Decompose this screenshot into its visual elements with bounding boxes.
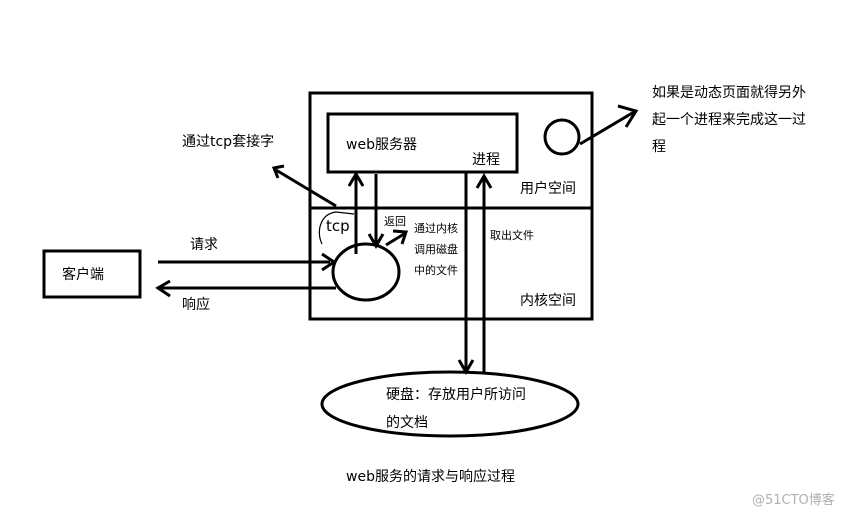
response-label: 响应	[182, 297, 210, 313]
request-label: 请求	[190, 237, 218, 253]
extra-process-note-line-1: 如果是动态页面就得另外	[652, 85, 806, 101]
diagram-caption: web服务的请求与响应过程	[346, 469, 515, 485]
socket-down-arrowhead	[367, 233, 385, 249]
extra-process-circle	[543, 118, 581, 156]
disk-label-line-1: 硬盘：存放用户所访问	[386, 387, 526, 403]
response-arrowhead	[155, 279, 171, 298]
web-server-box	[326, 112, 519, 174]
return-label: 返回	[384, 215, 406, 228]
disk-up-arrowhead	[475, 173, 493, 189]
extra-process-arrow	[579, 110, 635, 146]
tcp-socket-label: 通过tcp套接字	[182, 134, 275, 150]
client-box	[42, 249, 142, 299]
tcp-socket-pointer-head	[271, 164, 285, 179]
extra-process-note-line-3: 程	[652, 139, 666, 155]
tcp-socket-ellipse	[331, 242, 401, 302]
disk-ellipse	[320, 370, 580, 438]
return-arrow	[385, 232, 405, 247]
extra-process-arrowhead	[617, 104, 639, 128]
user-space-label: 用户空间	[520, 181, 576, 197]
extra-process-note-line-2: 起一个进程来完成这一过	[652, 112, 806, 128]
request-arrowhead	[321, 252, 337, 272]
tcp-bubble	[318, 211, 355, 245]
client-label: 客户端	[62, 267, 104, 283]
socket-up-arrowhead	[347, 171, 365, 187]
server-box	[308, 91, 594, 321]
kernel-space-label: 内核空间	[520, 293, 576, 309]
kernel-call-line: 调用磁盘	[414, 243, 458, 256]
kernel-call-text: 通过内核 调用磁盘 中的文件	[414, 223, 458, 276]
tcp-socket-pointer	[275, 168, 337, 208]
fetch-file-label: 取出文件	[490, 229, 534, 242]
watermark: @51CTO博客	[752, 493, 835, 508]
return-arrowhead	[392, 229, 409, 245]
process-label: 进程	[472, 152, 500, 168]
tcp-label: tcp	[326, 217, 350, 235]
kernel-call-line: 中的文件	[414, 264, 458, 277]
disk-label-line-2: 的文档	[386, 415, 428, 431]
web-server-label: web服务器	[346, 137, 417, 153]
kernel-call-line: 通过内核	[414, 222, 458, 235]
